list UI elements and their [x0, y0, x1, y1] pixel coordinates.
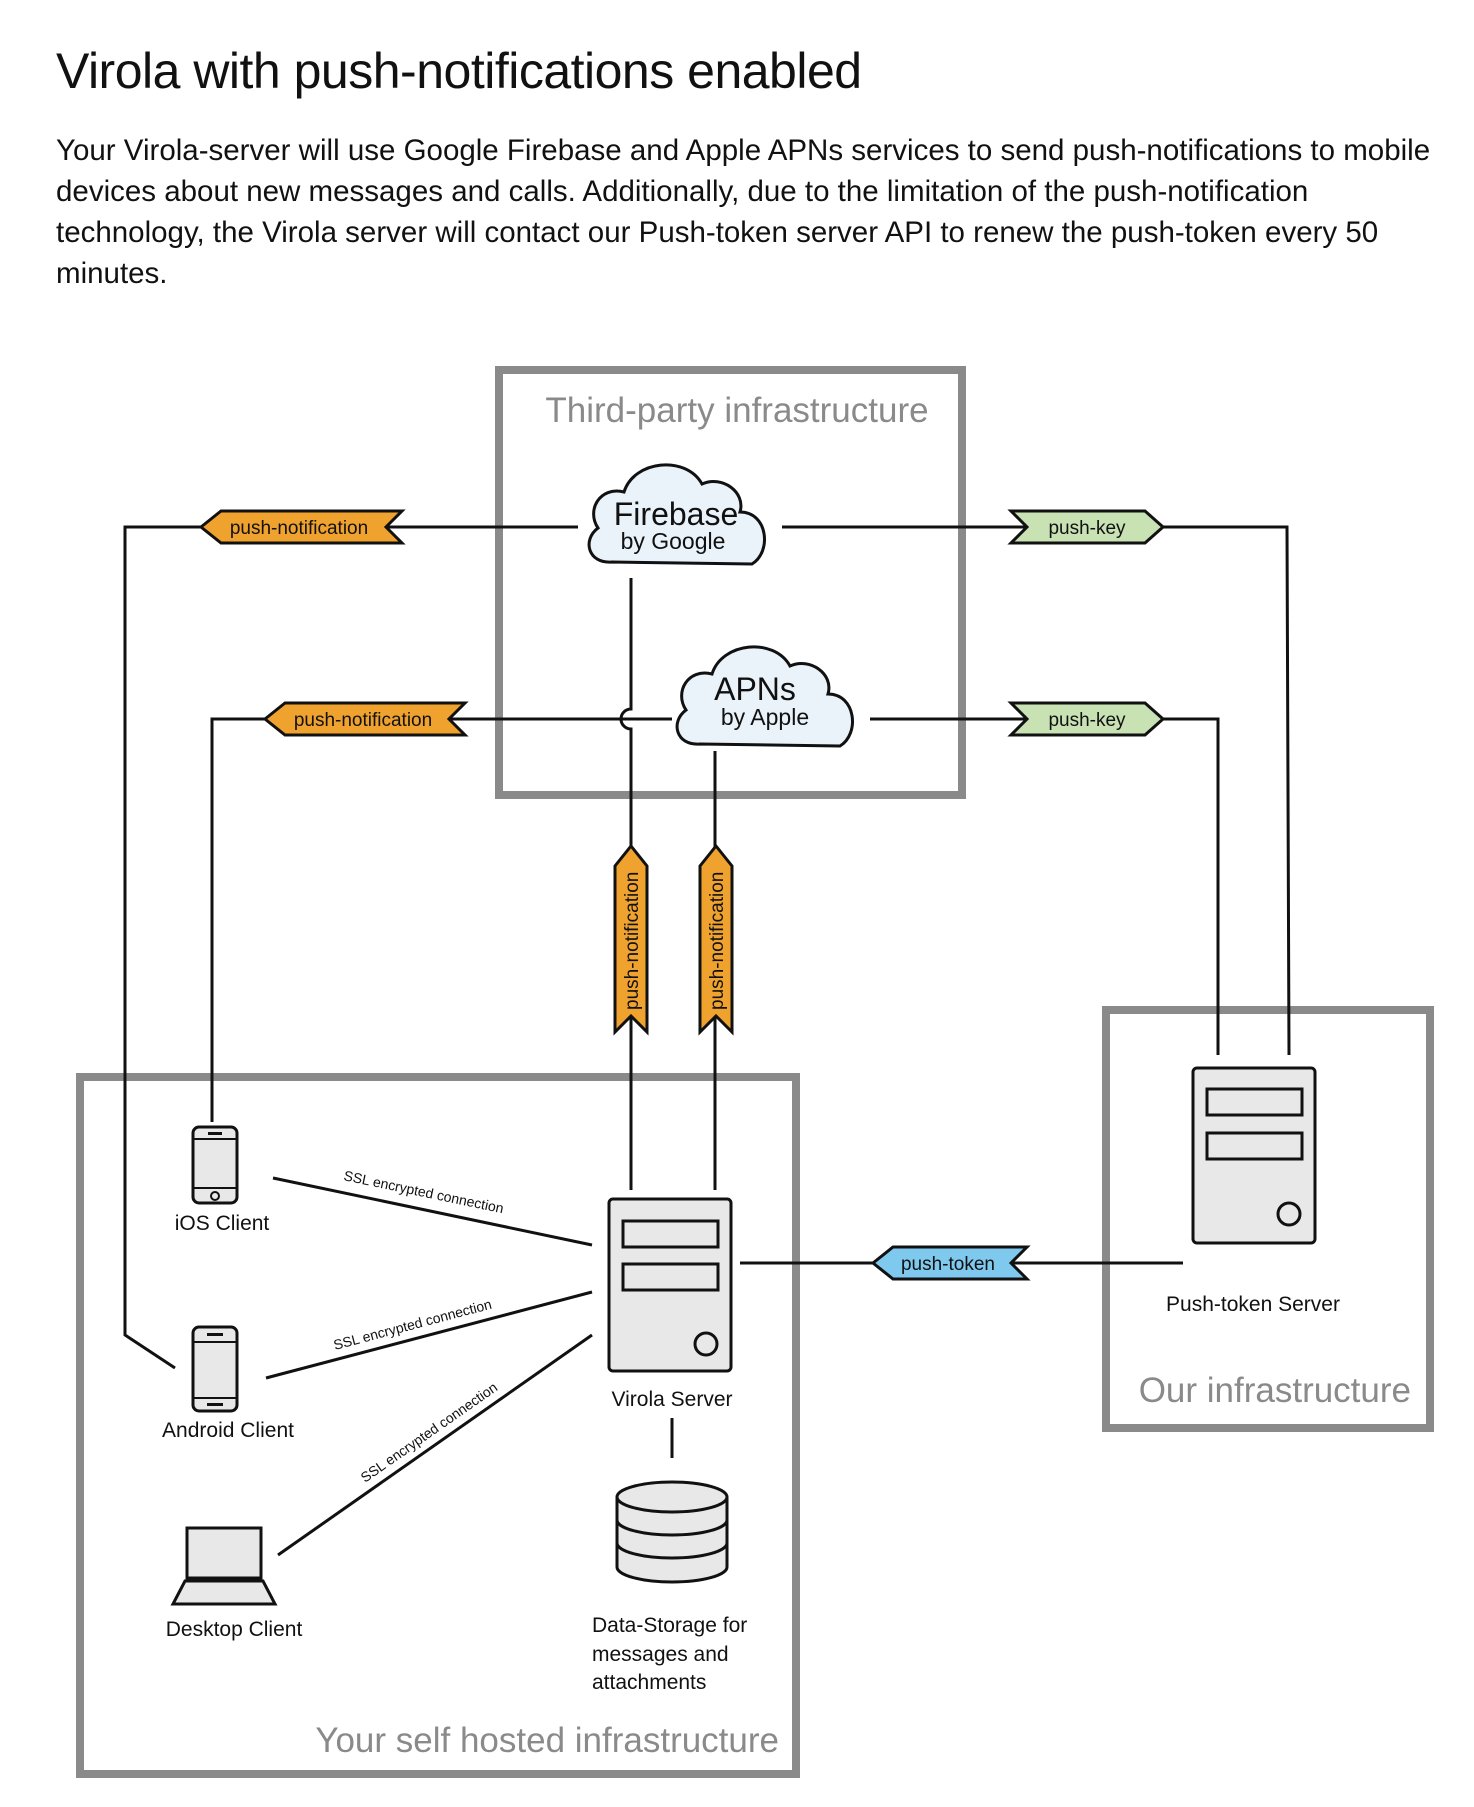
data-storage: Data-Storage for messages and attachment… — [592, 1480, 747, 1694]
push-notification-tag-apns-label: push-notification — [294, 710, 432, 731]
database-icon — [615, 1480, 729, 1584]
virola-server-label: Virola Server — [612, 1388, 733, 1411]
push-token-tag-label: push-token — [901, 1254, 995, 1275]
push-key-tag-apns: push-key — [1007, 701, 1166, 737]
push-notification-tag-vertical-apns-label: push-notification — [707, 872, 728, 1010]
server-icon — [1191, 1066, 1317, 1245]
smartphone-icon — [191, 1125, 239, 1205]
smartphone-icon — [191, 1325, 239, 1413]
self-hosted-zone: Your self hosted infrastructure — [76, 1073, 800, 1778]
third-party-zone-label: Third-party infrastructure — [545, 391, 928, 430]
desktop-virola-line — [277, 1333, 593, 1557]
firebase-cloud: Firebase by Google — [587, 463, 766, 566]
push-notification-tag-vertical-firebase: push-notification — [613, 843, 649, 1036]
android-client: Android Client — [162, 1325, 294, 1442]
push-key-tag-firebase: push-key — [1007, 509, 1166, 545]
page-description: Your Virola-server will use Google Fireb… — [56, 134, 1431, 290]
storage-label-line1: Data-Storage for — [592, 1614, 747, 1637]
server-icon — [607, 1197, 733, 1373]
ios-virola-line — [272, 1176, 593, 1247]
push-key-tag-apns-label: push-key — [1048, 710, 1126, 731]
firebase-name: Firebase — [614, 496, 739, 532]
ios-client-label: iOS Client — [175, 1212, 270, 1235]
desktop-client-label: Desktop Client — [166, 1618, 303, 1641]
our-zone: Our infrastructure — [1102, 1006, 1434, 1432]
cloud-icon — [587, 463, 766, 566]
self-hosted-zone-label: Your self hosted infrastructure — [315, 1721, 779, 1760]
apns-name: APNs — [714, 671, 796, 707]
push-notification-tag-firebase: push-notification — [198, 509, 406, 545]
storage-label-line2: messages and — [592, 1643, 729, 1666]
cloud-icon — [675, 645, 854, 748]
android-client-label: Android Client — [162, 1419, 294, 1442]
firebase-by: by Google — [621, 528, 726, 554]
apns-by: by Apple — [721, 704, 809, 730]
firebase-android-line — [123, 525, 578, 1370]
push-key-tag-firebase-label: push-key — [1048, 518, 1126, 539]
storage-label-line3: attachments — [592, 1671, 706, 1694]
push-token-server: Push-token Server — [1166, 1066, 1340, 1316]
laptop-icon — [170, 1526, 278, 1606]
apns-pushkey-line — [870, 717, 1220, 1055]
push-notification-tag-firebase-label: push-notification — [230, 518, 368, 539]
push-notification-tag-vertical-apns: push-notification — [698, 843, 734, 1036]
push-token-tag: push-token — [870, 1245, 1031, 1281]
push-token-server-label: Push-token Server — [1166, 1293, 1340, 1316]
third-party-zone: Third-party infrastructure — [495, 366, 966, 799]
desktop-client: Desktop Client — [166, 1526, 303, 1641]
ios-client: iOS Client — [175, 1125, 270, 1235]
virola-firebase-line — [619, 578, 633, 1190]
push-notification-tag-vertical-firebase-label: push-notification — [622, 872, 643, 1010]
apns-cloud: APNs by Apple — [675, 645, 854, 748]
firebase-pushkey-line — [782, 525, 1291, 1056]
ssl-label-desktop: SSL encrypted connection — [358, 1379, 501, 1486]
android-virola-line — [265, 1290, 593, 1380]
virola-server: Virola Server — [607, 1197, 733, 1411]
apns-ios-line — [210, 717, 672, 1122]
push-notification-tag-apns: push-notification — [262, 701, 469, 737]
page-title: Virola with push-notifications enabled — [56, 43, 862, 99]
our-zone-label: Our infrastructure — [1139, 1371, 1411, 1410]
